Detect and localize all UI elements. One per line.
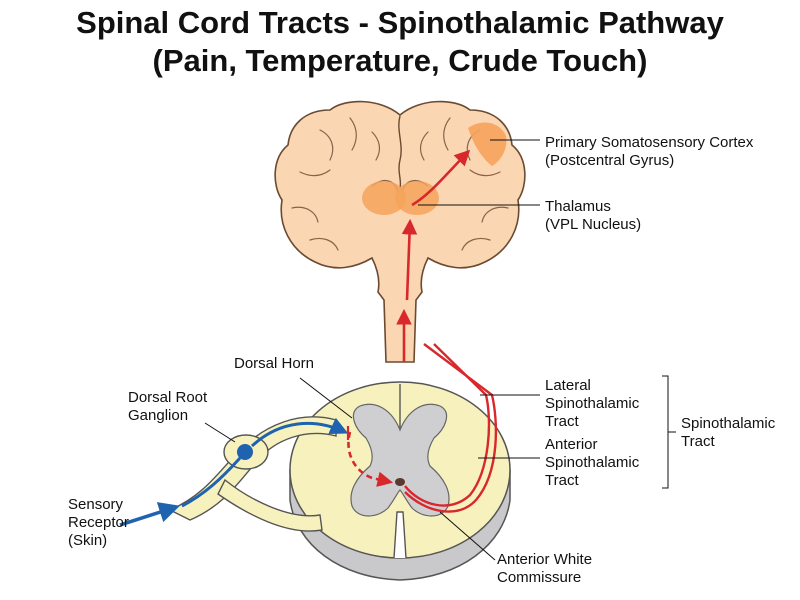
label-drg-line-1: Dorsal Root [128,389,208,406]
label-drg: Dorsal Root Ganglion [128,389,207,425]
label-thalamus-line-2: (VPL Nucleus) [545,216,642,233]
label-lateral-tract: Lateral Spinothalamic Tract [545,377,639,431]
page-title: Spinal Cord Tracts - Spinothalamic Pathw… [0,4,800,80]
label-group-line-1: Spinothalamic [681,415,776,432]
brain [274,100,526,363]
label-commissure-line-1: Anterior White [497,551,593,568]
label-lateral-line-1: Lateral [545,377,591,394]
third-order-neuron [411,149,471,207]
ventral-root [217,478,323,532]
label-lateral-line-2: Spinothalamic [545,395,640,412]
group-bracket [662,375,676,489]
label-anterior-tract: Anterior Spinothalamic Tract [545,436,639,490]
label-dorsal-horn-text: Dorsal Horn [234,355,315,372]
longitudinal-fissure [398,115,402,189]
label-lateral-line-3: Tract [545,413,579,430]
label-anterior-line-1: Anterior [545,436,598,453]
central-canal [395,478,405,486]
first-order-neuron-central [250,417,349,448]
brain-outline [274,100,526,363]
spinal-cord [289,381,511,581]
label-receptor-line-3: (Skin) [68,532,108,549]
thalamus-left [362,181,406,215]
ascending-tract-upper [401,218,418,301]
leader-drg [204,422,236,443]
gray-matter [350,403,450,517]
label-dorsal-horn: Dorsal Horn [234,355,314,373]
first-order-neuron [181,456,242,508]
anterior-median-fissure [393,511,407,559]
label-anterior-line-2: Spinothalamic [545,454,640,471]
thalamus-right [395,181,439,215]
anterior-tract-fiber [404,343,498,513]
label-receptor-line-2: Receptor [68,514,129,531]
label-thalamus: Thalamus (VPL Nucleus) [545,198,641,234]
lateral-tract-fiber [404,343,491,507]
ganglion-cell-body [237,444,253,460]
label-cortex-line-2: (Postcentral Gyrus) [545,152,675,169]
sulci [291,117,509,251]
label-anterior-line-3: Tract [545,472,579,489]
sensory-input-arrow [119,502,180,527]
label-cortex-line-1: Primary Somatosensory Cortex [545,134,754,151]
label-receptor: Sensory Receptor (Skin) [68,496,129,550]
label-commissure-line-2: Commissure [497,569,582,586]
leader-commissure [439,511,496,561]
label-cortex: Primary Somatosensory Cortex (Postcentra… [545,134,753,170]
label-spinothalamic-group: Spinothalamic Tract [681,415,775,451]
label-receptor-line-1: Sensory [68,496,124,513]
label-drg-line-2: Ganglion [128,407,189,424]
label-commissure: Anterior White Commissure [497,551,592,587]
somatosensory-cortex-area [468,122,507,166]
title-line-1: Spinal Cord Tracts - Spinothalamic Pathw… [76,5,724,40]
label-group-line-2: Tract [681,433,715,450]
leader-dorsal-horn [299,377,353,419]
title-line-2: (Pain, Temperature, Crude Touch) [152,43,648,78]
leader-lines [204,139,676,561]
label-thalamus-line-1: Thalamus [545,198,611,215]
pathways [119,149,498,527]
